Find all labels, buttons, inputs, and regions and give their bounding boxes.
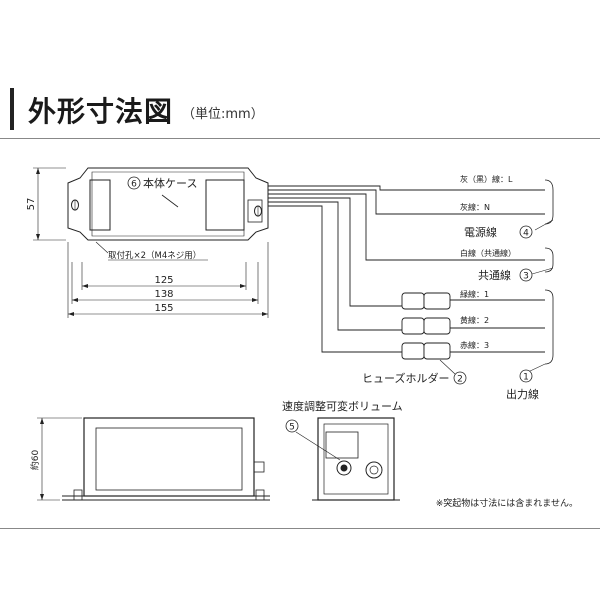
label-wire-3: 赤線：3 xyxy=(460,340,489,350)
bottom-divider xyxy=(0,528,600,529)
fuse-holders xyxy=(401,292,451,360)
label-speed-volume: 速度調整可変ボリューム xyxy=(282,399,403,413)
svg-text:5: 5 xyxy=(289,423,295,433)
label-fuse-holder: ヒューズホルダー xyxy=(362,371,449,385)
case-side-view xyxy=(62,417,270,501)
dim-138: 138 xyxy=(154,289,173,300)
wires xyxy=(268,185,545,353)
label-wire-common: 白線（共通線） xyxy=(460,248,516,258)
dim-57: 57 xyxy=(26,198,37,211)
svg-text:3: 3 xyxy=(523,272,529,282)
label-output-line: 出力線 xyxy=(506,387,539,401)
page-title: 外形寸法図 xyxy=(28,95,174,128)
unit-note: （単位:mm） xyxy=(182,107,264,122)
title-accent-bar xyxy=(10,88,14,130)
callout-3: 3 xyxy=(519,268,533,282)
label-common-line: 共通線 xyxy=(478,268,511,282)
callout-2: 2 xyxy=(453,371,467,385)
label-wire-2: 黄線：2 xyxy=(460,315,489,325)
svg-text:1: 1 xyxy=(523,373,529,383)
svg-text:6: 6 xyxy=(131,180,137,190)
label-wire-1: 緑線：1 xyxy=(460,289,489,299)
dim-155: 155 xyxy=(154,303,173,314)
case-label: 本体ケース xyxy=(143,176,197,190)
footnote: ※突起物は寸法には含まれません。 xyxy=(436,497,578,509)
case-top-view xyxy=(67,167,269,241)
svg-text:4: 4 xyxy=(523,229,529,239)
callout-5: 5 xyxy=(285,419,299,433)
top-divider xyxy=(0,138,600,139)
label-wire-N: 灰線：N xyxy=(460,202,490,212)
svg-text:2: 2 xyxy=(457,375,463,385)
callout-6: 6 xyxy=(127,176,141,190)
front-view xyxy=(312,417,400,501)
callout-1: 1 xyxy=(519,369,533,383)
label-wire-L: 灰（黒）線：L xyxy=(460,174,513,184)
callout-4: 4 xyxy=(519,225,533,239)
dim-125: 125 xyxy=(154,275,173,286)
label-power-line: 電源線 xyxy=(464,225,497,239)
dim-60: 約60 xyxy=(29,450,41,471)
dimension-lines xyxy=(33,167,269,318)
mount-hole-label: 取付孔×2（M4ネジ用） xyxy=(108,250,201,261)
